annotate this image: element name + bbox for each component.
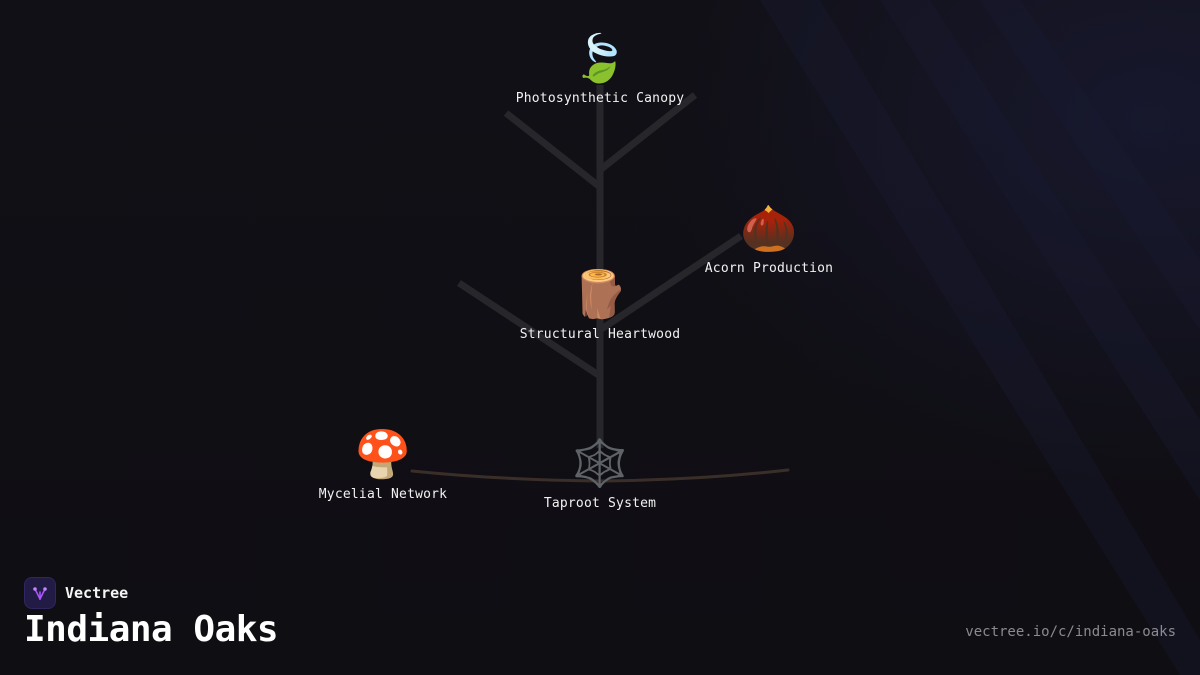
leaf-icon: 🍃 [571,31,629,85]
branch-upper-left [503,110,603,190]
branch-upper-right [597,92,698,173]
brand-name: Vectree [65,584,129,602]
acorn-icon: 🌰 [740,201,798,255]
spider-web-icon: 🕸️ [571,436,629,490]
node-label: Structural Heartwood [519,327,681,342]
node-label: Mycelial Network [318,487,448,502]
vectree-logo-icon [24,577,56,609]
node-acorn-production[interactable]: 🌰 Acorn Production [705,201,833,276]
node-label: Taproot System [543,496,657,511]
node-structural-heartwood[interactable]: 🪵 Structural Heartwood [520,267,681,342]
node-taproot-system[interactable]: 🕸️ Taproot System [544,436,656,511]
node-mycelial-network[interactable]: 🍄 Mycelial Network [319,427,447,502]
branch-lower-left [457,280,602,379]
page-title: Indiana Oaks [24,609,279,650]
wood-log-icon: 🪵 [571,267,629,321]
node-label: Acorn Production [704,261,834,276]
root-line [410,468,790,483]
node-photosynthetic-canopy[interactable]: 🍃 Photosynthetic Canopy [516,31,685,106]
page-url[interactable]: vectree.io/c/indiana-oaks [965,624,1176,640]
brand[interactable]: Vectree [24,577,128,609]
mushroom-icon: 🍄 [354,427,412,481]
branch-lower-right [598,233,743,333]
node-label: Photosynthetic Canopy [515,91,685,106]
